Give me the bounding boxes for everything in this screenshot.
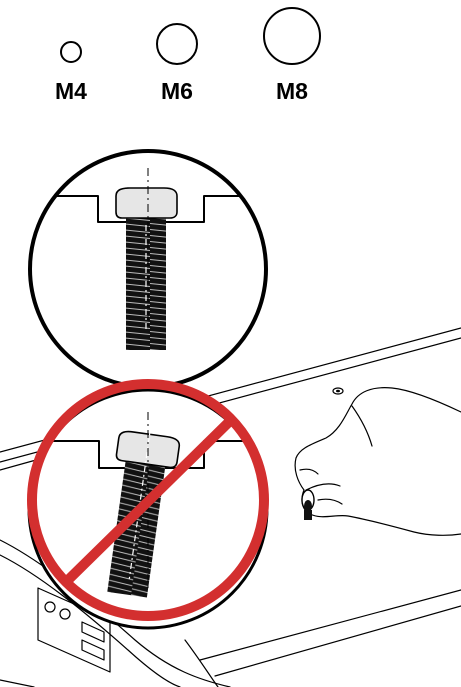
prohibited-tilted-screw-icon [27, 379, 269, 621]
correct-installation-circle [28, 149, 268, 389]
size-circle-m4 [60, 41, 82, 63]
size-circle-m6 [156, 23, 198, 65]
size-label-m4: M4 [55, 78, 87, 104]
screw-straight-icon [115, 168, 178, 350]
size-label-m8: M8 [276, 78, 308, 104]
hand-tightening-icon [294, 387, 461, 536]
size-circle-m8 [263, 7, 321, 65]
size-label-m6: M6 [161, 78, 193, 104]
